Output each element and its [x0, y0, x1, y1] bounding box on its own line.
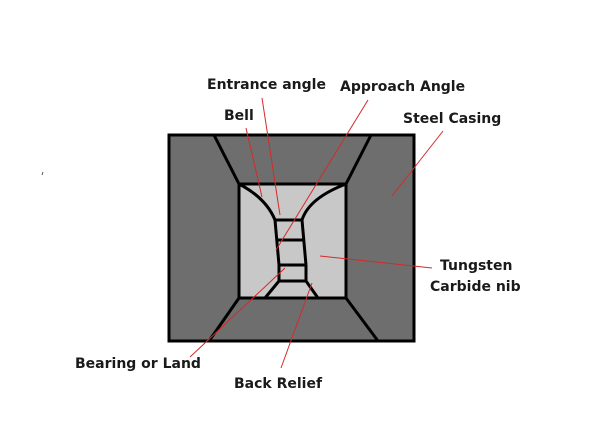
approach-right [300, 219, 308, 266]
leader-bell [245, 127, 263, 198]
label-approach-angle: Approach Angle [340, 79, 465, 95]
exit-cone-right [344, 297, 380, 342]
stray-mark [41, 171, 44, 176]
label-back-relief: Back Relief [234, 376, 323, 392]
approach-left [273, 219, 281, 266]
label-entrance-angle: Entrance angle [207, 77, 326, 93]
leader-entrance-angle [261, 97, 281, 216]
leader-back-relief [280, 282, 313, 369]
label-bell: Bell [224, 108, 254, 124]
leader-bearing-or-land [189, 267, 286, 358]
bell-curve-right [300, 182, 347, 221]
back-relief-right [304, 280, 320, 299]
label-tungsten-line2: Carbide nib [430, 279, 521, 295]
entrance-cone-left [212, 134, 241, 185]
bell-curve-left [238, 182, 277, 221]
entrance-cone-right [344, 134, 373, 185]
label-steel-casing: Steel Casing [403, 111, 501, 127]
label-bearing-or-land: Bearing or Land [75, 356, 201, 372]
leader-tungsten-carbide [319, 255, 433, 269]
leader-steel-casing [391, 130, 444, 197]
back-relief-left [263, 280, 281, 299]
label-tungsten-line1: Tungsten [440, 258, 512, 274]
leader-approach-angle [275, 99, 369, 251]
